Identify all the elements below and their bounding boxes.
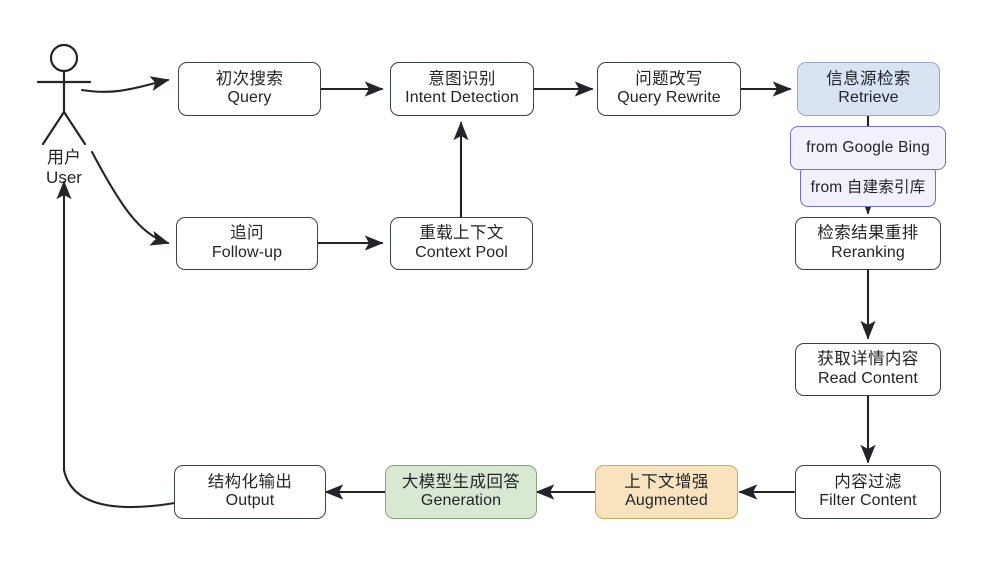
edge-user-to-query (80, 76, 170, 93)
annotation-source-self-index[interactable]: from 自建索引库 (800, 165, 936, 207)
edge-output-to-user (56, 180, 177, 509)
actor-label: 用户 User (24, 148, 104, 189)
node-intent-cn: 意图识别 (428, 69, 496, 88)
node-query[interactable]: 初次搜索 Query (178, 62, 321, 116)
node-reranking[interactable]: 检索结果重排 Reranking (795, 217, 941, 270)
node-read-content[interactable]: 获取详情内容 Read Content (795, 343, 941, 396)
node-read-cn: 获取详情内容 (817, 350, 919, 369)
actor-label-cn: 用户 (47, 148, 81, 167)
node-augmented-en: Augmented (625, 492, 708, 510)
node-context-pool[interactable]: 重载上下文 Context Pool (390, 217, 533, 270)
node-followup-cn: 追问 (230, 224, 264, 243)
node-filter-en: Filter Content (819, 492, 917, 510)
node-augmented[interactable]: 上下文增强 Augmented (595, 465, 738, 519)
node-read-en: Read Content (818, 369, 918, 387)
node-filter-content[interactable]: 内容过滤 Filter Content (795, 465, 941, 519)
annotation-self-index-label: from 自建索引库 (810, 179, 926, 196)
node-rerank-en: Reranking (831, 243, 905, 261)
node-query-rewrite[interactable]: 问题改写 Query Rewrite (597, 62, 741, 116)
node-output-en: Output (225, 492, 275, 510)
node-generation[interactable]: 大模型生成回答 Generation (385, 465, 537, 519)
node-rewrite-cn: 问题改写 (635, 69, 703, 88)
node-filter-cn: 内容过滤 (834, 472, 902, 491)
node-output[interactable]: 结构化输出 Output (174, 465, 326, 519)
node-context-cn: 重载上下文 (419, 224, 504, 243)
node-intent-en: Intent Detection (405, 89, 519, 107)
node-retrieve-en: Retrieve (838, 89, 899, 107)
node-rewrite-en: Query Rewrite (617, 89, 721, 107)
annotation-google-bing-label: from Google Bing (806, 139, 930, 156)
node-followup[interactable]: 追问 Follow-up (176, 217, 318, 270)
node-retrieve-cn: 信息源检索 (826, 69, 911, 88)
node-generation-cn: 大模型生成回答 (401, 472, 521, 491)
node-context-en: Context Pool (415, 243, 508, 261)
node-followup-en: Follow-up (211, 243, 283, 261)
node-output-cn: 结构化输出 (207, 472, 293, 491)
node-query-cn: 初次搜索 (215, 69, 284, 88)
actor-label-en: User (46, 168, 82, 188)
node-augmented-cn: 上下文增强 (624, 472, 709, 491)
node-intent-detection[interactable]: 意图识别 Intent Detection (390, 62, 534, 116)
node-query-en: Query (227, 89, 272, 107)
actor-stick-figure (36, 43, 92, 146)
node-rerank-cn: 检索结果重排 (817, 224, 919, 243)
node-retrieve[interactable]: 信息源检索 Retrieve (797, 62, 940, 116)
node-generation-en: Generation (420, 492, 502, 510)
annotation-source-google-bing[interactable]: from Google Bing (790, 126, 946, 170)
